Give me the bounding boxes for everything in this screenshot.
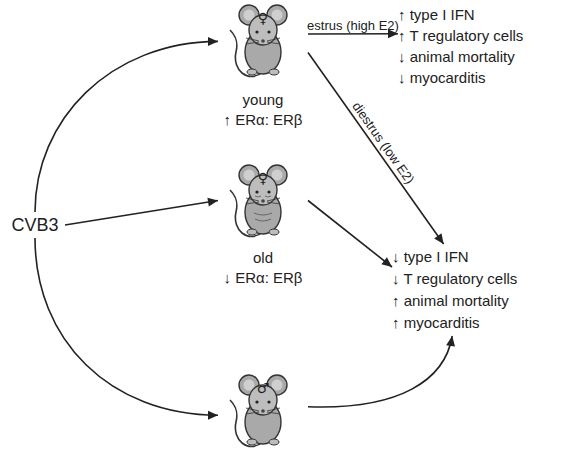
outcome-block: ↓ type I IFN↓ T regulatory cells↑ animal… [392, 244, 564, 336]
arrow-connector [35, 238, 218, 420]
arrow-connector [35, 37, 218, 212]
node-text: ↓ myocarditis [398, 67, 563, 88]
node-text: ↑ type I IFN [398, 4, 563, 25]
outcome-block: ↑ type I IFN↑ T regulatory cells↓ animal… [398, 2, 563, 90]
arrow-head [207, 198, 218, 207]
node-text: ↓ type I IFN [392, 246, 564, 268]
arrow-head [434, 233, 443, 244]
sex-symbol: ♂ [257, 381, 270, 395]
connector-line [35, 41, 218, 212]
edge-label: estrus (high E2) [307, 17, 399, 32]
connector-line [65, 201, 218, 226]
sex-symbol: ♀ [258, 11, 268, 25]
connector-line [308, 52, 444, 244]
node-text: old [218, 248, 308, 268]
arrow-head [446, 336, 455, 347]
node-text: CVB3 [5, 212, 65, 238]
mouse-node: ♂ [218, 368, 308, 454]
edge-label: diestrus (low E2) [349, 99, 417, 187]
arrow-connector [308, 52, 444, 244]
node-text: ↑ myocarditis [392, 312, 564, 334]
node-text: ↑ T regulatory cells [398, 25, 563, 46]
virus-label: CVB3 [5, 212, 65, 238]
arrow-connector [65, 198, 218, 225]
arrow-head [208, 411, 218, 420]
connector-line [35, 238, 218, 415]
node-text: young [218, 90, 308, 110]
node-text: ↓ ERα: ERβ [218, 268, 308, 288]
connector-line [308, 33, 398, 35]
node-text: ↑ ERα: ERβ [218, 110, 308, 130]
arrow-connector [308, 201, 392, 268]
node-text: ↓ T regulatory cells [392, 268, 564, 290]
mouse-node: ♀ old↓ ERα: ERβ [218, 160, 308, 295]
connector-line [308, 336, 452, 407]
connector-line [308, 201, 392, 268]
arrow-head [381, 257, 392, 267]
node-text: ↑ animal mortality [392, 290, 564, 312]
node-text: ↓ animal mortality [398, 46, 563, 67]
mouse-node: ♀ young↑ ERα: ERβ [218, 0, 308, 138]
arrow-connector [308, 336, 455, 407]
sex-symbol: ♀ [258, 171, 268, 185]
arrow-head [208, 37, 218, 46]
